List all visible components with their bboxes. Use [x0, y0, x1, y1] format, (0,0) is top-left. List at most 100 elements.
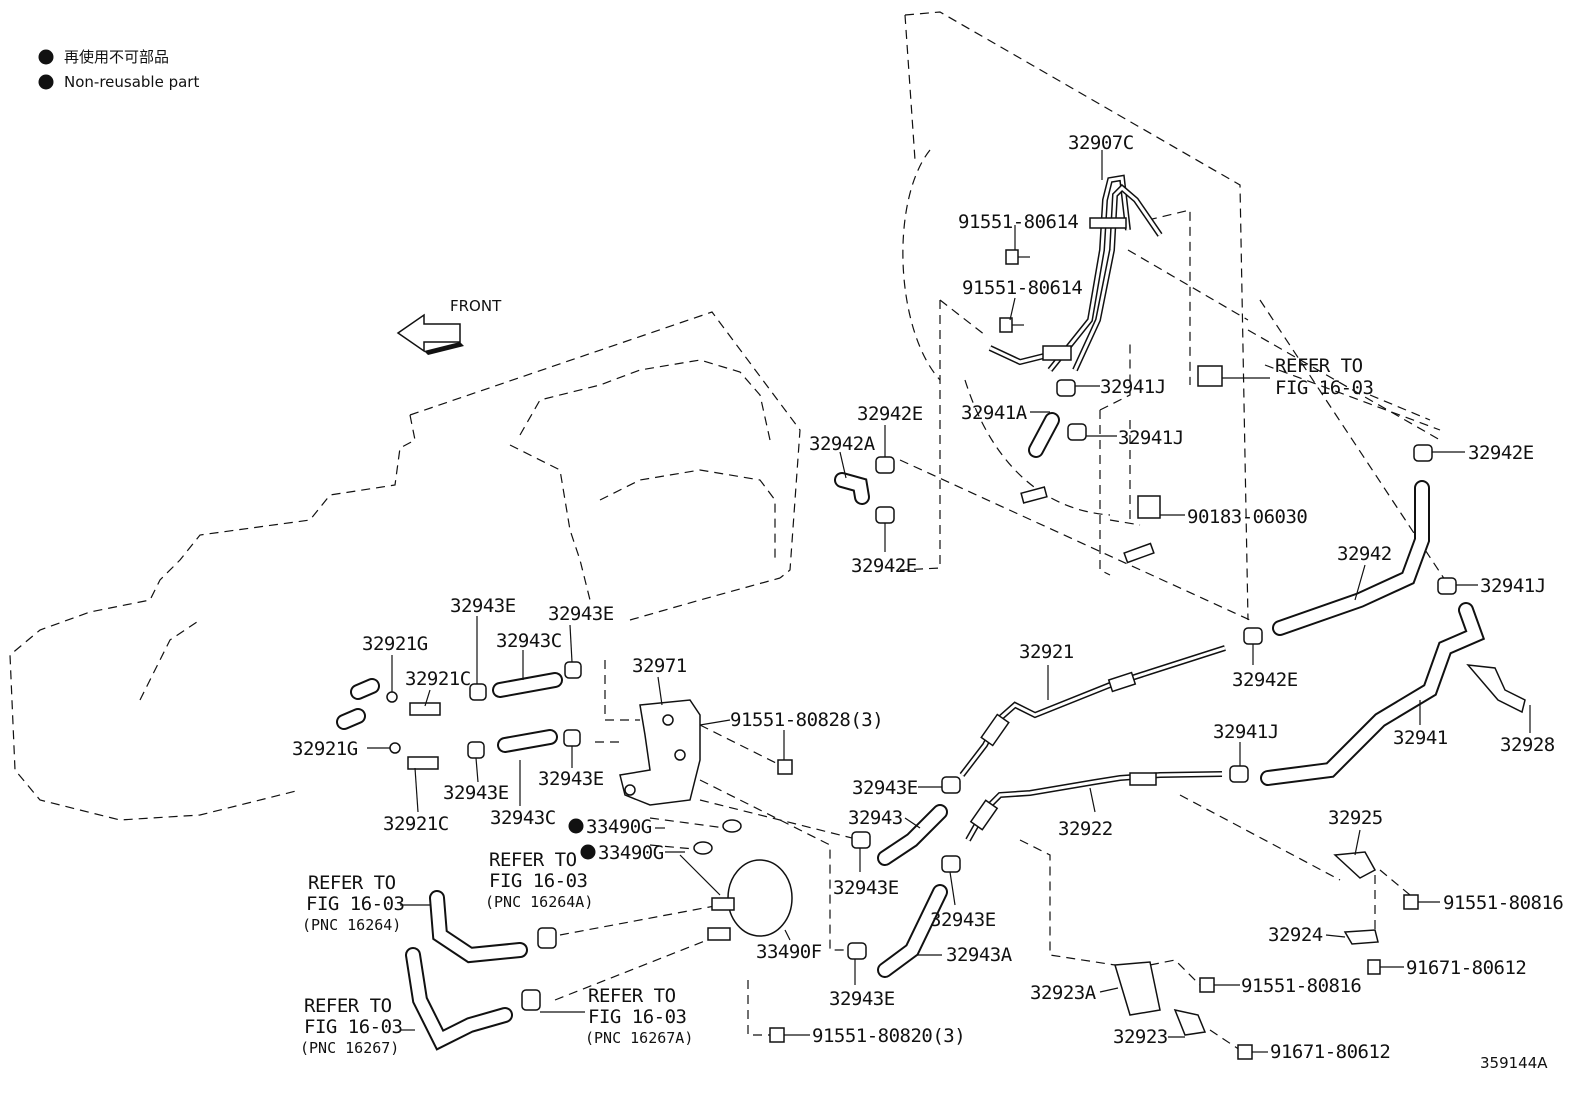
label-32921G: 32921G [362, 633, 428, 655]
bracket-icon [1466, 664, 1526, 714]
label-32942E: 32942E [857, 403, 923, 425]
o-ring-icon [722, 819, 742, 833]
label-refer-to: REFER TO [588, 985, 676, 1007]
label-91671-80612: 91671-80612 [1270, 1041, 1390, 1063]
label-32921C: 32921C [405, 668, 471, 690]
label-32923: 32923 [1113, 1026, 1168, 1048]
label-32971: 32971 [632, 655, 687, 677]
label-fig-16-03: FIG 16-03 [489, 870, 588, 892]
clamp-icon [851, 831, 871, 849]
front-arrow-icon [396, 313, 461, 353]
label-32943E: 32943E [443, 782, 509, 804]
label-32943E: 32943E [852, 777, 918, 799]
clamp-icon [875, 506, 895, 524]
label-32943A: 32943A [946, 944, 1013, 966]
bolt-icon [1005, 249, 1030, 265]
label-33490F: 33490F [756, 941, 822, 963]
non-reusable-bullet-icon [568, 818, 584, 834]
part-labels: 32907C 91551-80614 91551-80614 32941J 32… [292, 132, 1564, 1063]
label-32943C: 32943C [490, 807, 556, 829]
assembly-lines [554, 209, 1446, 1051]
union-fitting-icon [407, 756, 439, 770]
label-fig-16-03: FIG 16-03 [1275, 377, 1374, 399]
gasket-icon [389, 742, 401, 754]
label-32943E: 32943E [829, 988, 895, 1010]
label-32943E: 32943E [548, 603, 614, 625]
label-32942A: 32942A [809, 433, 876, 455]
label-32942E: 32942E [851, 555, 917, 577]
clamp-icon [847, 942, 867, 960]
label-32924: 32924 [1268, 924, 1323, 946]
label-32941J: 32941J [1480, 575, 1546, 597]
front-label: FRONT [450, 297, 502, 315]
label-32941J: 32941J [1118, 427, 1184, 449]
label-32921G: 32921G [292, 738, 358, 760]
label-33490G: 33490G [598, 842, 664, 864]
label-32941: 32941 [1393, 727, 1448, 749]
clamp-icon [1413, 444, 1433, 462]
label-32943: 32943 [848, 807, 903, 829]
label-32907C: 32907C [1068, 132, 1134, 154]
clamp-icon [941, 776, 961, 794]
bracket-icon [1173, 1008, 1207, 1036]
bracket-icon [1197, 365, 1223, 387]
label-32942: 32942 [1337, 543, 1392, 565]
oil-cooler-icon [727, 859, 793, 937]
clamp-icon [1229, 765, 1249, 783]
engine-outline [9, 11, 1249, 821]
bolt-icon [1403, 894, 1419, 910]
legend: 再使用不可部品 Non-reusable part [38, 48, 199, 91]
label-32943E: 32943E [833, 877, 899, 899]
label-pnc-16264A: (PNC 16264A) [485, 893, 593, 911]
legend-en: Non-reusable part [64, 73, 199, 91]
clamp-icon [564, 661, 582, 679]
label-fig-16-03: FIG 16-03 [306, 893, 405, 915]
label-91551-80828: 91551-80828(3) [730, 709, 883, 731]
small-parts [386, 249, 1526, 1060]
clamp-icon [1056, 379, 1076, 397]
bolt-icon [999, 317, 1024, 333]
clip-icon [1137, 495, 1161, 519]
label-32942E: 32942E [1232, 669, 1298, 691]
o-ring-icon [693, 841, 713, 855]
clamp-icon [467, 741, 485, 759]
bolt-icon [777, 759, 793, 775]
label-32925: 32925 [1328, 807, 1383, 829]
clamp-icon [941, 855, 961, 873]
label-fig-16-03: FIG 16-03 [588, 1006, 687, 1028]
pipe-32907C [988, 174, 1163, 372]
union-fitting-icon [409, 702, 441, 716]
pipes-32921-32922 [959, 645, 1226, 842]
label-32941A: 32941A [961, 402, 1028, 424]
non-reusable-bullet-icon [580, 844, 596, 860]
label-91551-80816: 91551-80816 [1241, 975, 1361, 997]
bolt-icon [1367, 959, 1381, 975]
label-91551-80614: 91551-80614 [962, 277, 1082, 299]
label-91671-80612: 91671-80612 [1406, 957, 1526, 979]
label-fig-16-03: FIG 16-03 [304, 1016, 403, 1038]
label-32922: 32922 [1058, 818, 1113, 840]
label-32921C: 32921C [383, 813, 449, 835]
label-32943E: 32943E [450, 595, 516, 617]
label-33490G: 33490G [586, 816, 652, 838]
hoses [336, 412, 1486, 1051]
clamp-icon [537, 927, 557, 949]
label-32942E: 32942E [1468, 442, 1534, 464]
label-90183-06030: 90183-06030 [1187, 506, 1307, 528]
label-32943E: 32943E [930, 909, 996, 931]
label-32941J: 32941J [1100, 376, 1166, 398]
label-pnc-16267: (PNC 16267) [300, 1039, 399, 1057]
clamp-icon [1243, 627, 1263, 645]
clamp-icon [1067, 423, 1087, 441]
drawing-id: 359144A [1480, 1054, 1548, 1072]
label-91551-80816: 91551-80816 [1443, 892, 1563, 914]
bolt-icon [769, 1027, 785, 1043]
label-32928: 32928 [1500, 734, 1555, 756]
non-reusable-bullet-icon [38, 74, 54, 90]
label-refer-to: REFER TO [308, 872, 396, 894]
label-91551-80614: 91551-80614 [958, 211, 1078, 233]
label-32943E: 32943E [538, 768, 604, 790]
gasket-icon [386, 691, 398, 703]
